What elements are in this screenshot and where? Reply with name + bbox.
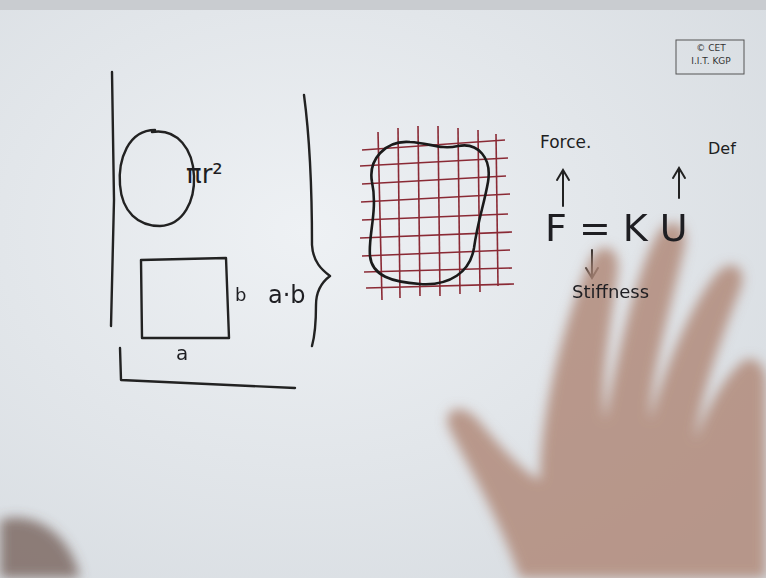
irregular-area — [370, 142, 489, 284]
equation: F = K U — [545, 208, 688, 250]
area-formula: a·b — [268, 282, 306, 308]
area-formula: πr² — [186, 160, 223, 189]
rectangle-shape — [141, 258, 229, 338]
term-label: Def — [708, 140, 736, 158]
mesh-grid — [360, 126, 514, 300]
watermark: © CET — [678, 44, 744, 54]
hand-photo — [0, 223, 766, 578]
side-label: b — [235, 285, 246, 305]
corner-bracket — [120, 348, 295, 388]
side-label: a — [176, 342, 188, 364]
watermark: I.I.T. KGP — [678, 57, 744, 67]
term-label: Stiffness — [572, 282, 649, 302]
term-label: Force. — [540, 133, 591, 152]
board-top-edge — [0, 0, 766, 10]
def-arrow — [673, 168, 685, 198]
right-brace — [304, 95, 330, 346]
left-bracket — [111, 72, 114, 326]
force-arrow — [557, 170, 569, 206]
circle-shape — [120, 130, 194, 226]
watermark-frame — [676, 40, 744, 74]
